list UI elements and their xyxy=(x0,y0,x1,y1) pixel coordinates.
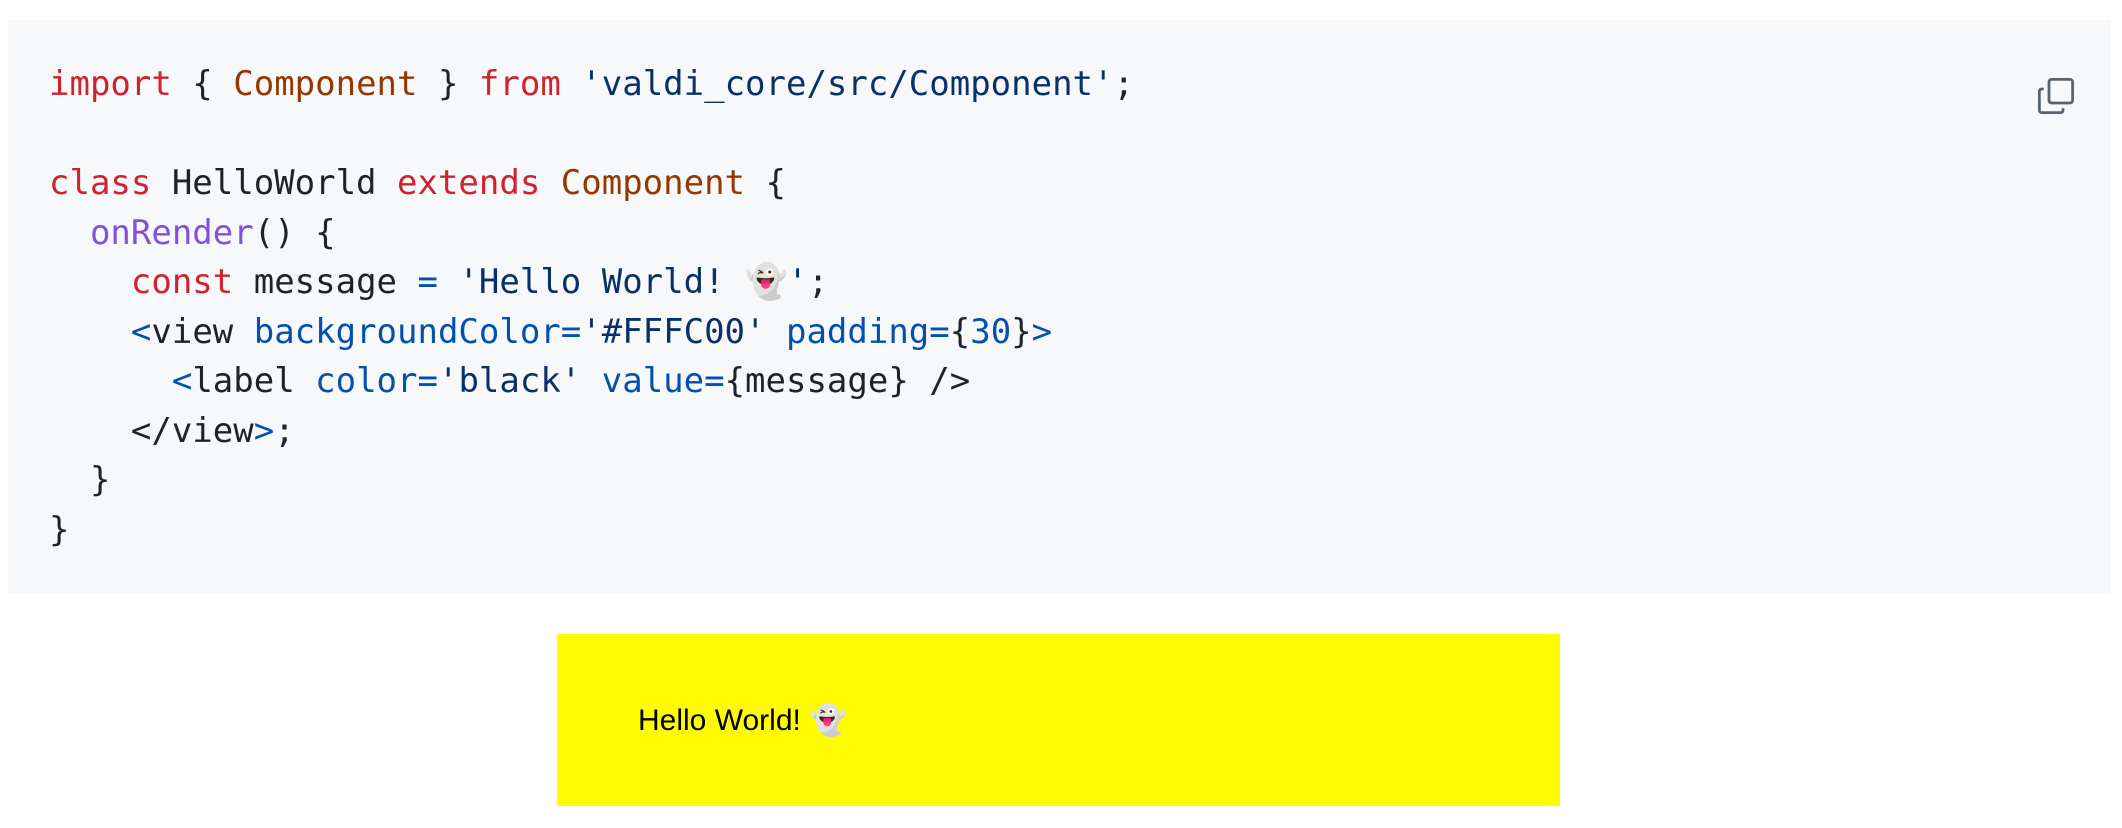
code-token: ; xyxy=(1113,64,1134,104)
code-token xyxy=(49,312,131,352)
code-token: { xyxy=(171,64,234,104)
code-line: } xyxy=(49,456,2111,506)
code-token: color= xyxy=(315,361,438,401)
code-token: 30 xyxy=(970,311,1012,352)
code-line: onRender() { xyxy=(49,209,2111,259)
code-token: } xyxy=(1011,311,1032,352)
code-token: extends xyxy=(397,163,541,203)
code-token: HelloWorld xyxy=(151,163,397,203)
code-token: = xyxy=(417,262,438,302)
code-line: class HelloWorld extends Component { xyxy=(49,159,2111,209)
code-token xyxy=(49,213,90,253)
code-token: padding= xyxy=(785,311,950,352)
code-token: </view xyxy=(49,410,254,451)
code-token: ; xyxy=(807,262,829,302)
code-line: <label color='black' value={message} /> xyxy=(49,357,2111,407)
code-token: view xyxy=(151,311,254,352)
copy-icon xyxy=(2037,77,2075,115)
code-token: { xyxy=(949,311,971,352)
code-token: label xyxy=(192,361,316,401)
code-line: import { Component } from 'valdi_core/sr… xyxy=(49,60,2111,110)
copy-button[interactable] xyxy=(2032,72,2080,120)
code-token xyxy=(540,163,560,203)
code-token: ; xyxy=(274,410,295,451)
code-token: } xyxy=(417,64,479,104)
code-token: Component xyxy=(233,64,418,104)
code-token: const xyxy=(130,262,234,302)
code-token: > xyxy=(253,410,275,451)
code-token: 'valdi_core/src/Component' xyxy=(581,64,1114,104)
preview-label: Hello World! 👻 xyxy=(638,703,847,737)
render-preview: Hello World! 👻 xyxy=(557,634,1560,806)
code-token: onRender xyxy=(89,212,254,253)
code-token: message xyxy=(233,262,418,302)
code-token: < xyxy=(130,311,152,352)
code-token: Component xyxy=(560,163,746,203)
code-token: > xyxy=(1031,311,1053,352)
code-token xyxy=(581,361,601,401)
code-line xyxy=(49,110,2111,160)
code-token xyxy=(765,312,785,352)
code-token: {message} /> xyxy=(724,361,971,401)
code-line: <view backgroundColor='#FFFC00' padding=… xyxy=(49,308,2111,358)
code-token: '#FFFC00' xyxy=(581,311,766,352)
code-token: from xyxy=(478,64,561,104)
code-line: const message = 'Hello World! 👻'; xyxy=(49,258,2111,308)
code-token: } xyxy=(49,509,70,550)
code-token: () { xyxy=(253,212,336,253)
code-token: < xyxy=(171,361,193,401)
code-token: 'Hello World! 👻' xyxy=(458,262,808,302)
code-token xyxy=(438,262,458,302)
code-content[interactable]: import { Component } from 'valdi_core/sr… xyxy=(49,60,2111,555)
code-token: class xyxy=(49,163,152,203)
code-token xyxy=(49,262,131,302)
code-token: { xyxy=(745,163,786,203)
code-token xyxy=(561,64,581,104)
code-token: 'black' xyxy=(437,361,582,401)
code-token: import xyxy=(49,64,172,104)
code-line: } xyxy=(49,506,2111,556)
code-token xyxy=(49,361,172,401)
code-token: backgroundColor= xyxy=(253,311,582,352)
code-block: import { Component } from 'valdi_core/sr… xyxy=(8,20,2111,594)
code-token: } xyxy=(49,460,111,500)
code-token: value= xyxy=(601,361,725,401)
code-line: </view>; xyxy=(49,407,2111,457)
